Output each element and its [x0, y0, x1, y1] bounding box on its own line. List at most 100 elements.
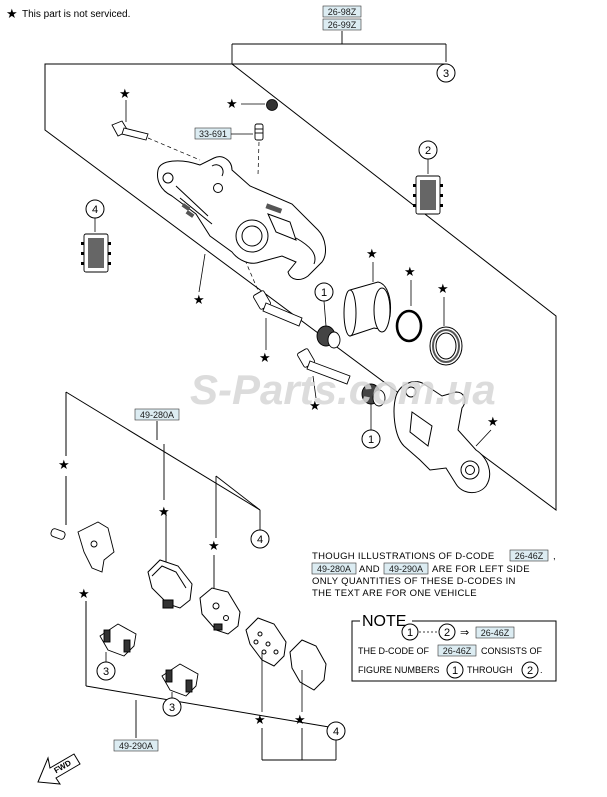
note-box: NOTE 1 2 ⇒ 26-46Z THE D-CODE OF 26-46Z C…: [351, 611, 557, 682]
code-box-desc-1[interactable]: [509, 549, 549, 562]
dashed-guides: [147, 137, 261, 296]
caliper-housing: [157, 156, 326, 280]
callout-4-middle[interactable]: 4: [250, 529, 270, 549]
code-box-top-right[interactable]: 26-99Z: [322, 18, 362, 31]
star-icon: ★: [208, 538, 220, 553]
code-box-top-left[interactable]: 26-98Z: [322, 5, 362, 18]
outer-shim: [77, 521, 115, 573]
callout-number: 1: [368, 434, 374, 446]
callout-number: 2: [425, 145, 431, 157]
bottom-bracket: [261, 728, 337, 761]
note-line3-mid: THROUGH: [467, 665, 513, 675]
star-icon: ★: [487, 414, 499, 429]
pin-boot-lower: [361, 383, 386, 407]
pad-clip-lower: [161, 663, 199, 697]
note-line3-pre: FIGURE NUMBERS: [358, 665, 440, 675]
code-text: 26-98Z: [328, 7, 357, 17]
note-line2-pre: THE D-CODE OF: [358, 646, 430, 656]
pin-boot-upper: [316, 325, 341, 349]
star-icon: ★: [58, 457, 70, 472]
star-icon: ★: [366, 246, 378, 261]
code-box-note-2[interactable]: [437, 644, 477, 657]
code-text: 49-290A: [389, 564, 423, 574]
star-icon: ★: [6, 6, 18, 21]
legend-text: This part is not serviced.: [22, 9, 130, 20]
code-box-desc-2[interactable]: [311, 562, 357, 575]
caliper-assembly-frame: [44, 63, 557, 511]
note-circle: [401, 623, 419, 641]
callout-2-upper-right[interactable]: 2: [418, 140, 438, 160]
code-box-desc-3[interactable]: [383, 562, 429, 575]
code-text: 26-46Z: [481, 628, 510, 638]
boot-pack-left: [81, 233, 111, 273]
note-circle: [438, 623, 456, 641]
piston-seal: [395, 309, 423, 343]
code-text: 49-280A: [317, 564, 351, 574]
code-text: 26-46Z: [515, 551, 544, 561]
arrow-right-icon: ⇒: [460, 627, 469, 639]
star-icon: ★: [119, 86, 131, 101]
caliper-shading: [181, 203, 283, 218]
description-line1: THOUGH ILLUSTRATIONS OF D-CODE: [312, 551, 494, 562]
star-icon: ★: [259, 350, 271, 365]
star-icon: ★: [226, 96, 238, 111]
code-box-bolt[interactable]: 33-691: [194, 127, 232, 140]
code-text: 49-280A: [140, 410, 174, 420]
note-line2-post: CONSISTS OF: [481, 646, 543, 656]
legend: ★ This part is not serviced.: [6, 6, 130, 21]
pad-kit-frame: [65, 391, 336, 729]
code-text: 49-290A: [119, 741, 153, 751]
callout-3-left[interactable]: 3: [96, 661, 116, 681]
callout-4-upper-left[interactable]: 4: [85, 199, 105, 219]
note-circle: [446, 661, 464, 679]
callout-3-top[interactable]: 3: [436, 63, 456, 83]
brake-pad-inner: [199, 587, 241, 635]
slide-pin-upper: [253, 290, 303, 327]
inner-shim-2: [289, 639, 327, 691]
inner-shim: [245, 617, 287, 667]
note-num: 1: [407, 627, 413, 639]
note-circle: [521, 661, 539, 679]
note-num: 1: [452, 665, 458, 677]
description-line4: THE TEXT ARE FOR ONE VEHICLE: [312, 588, 477, 599]
watermark: S-Parts.com.ua: [190, 366, 496, 413]
description-line2-tail: ARE FOR LEFT SIDE: [432, 564, 530, 575]
code-text: 26-99Z: [328, 20, 357, 30]
description-block: THOUGH ILLUSTRATIONS OF D-CODE 26-46Z , …: [311, 549, 556, 599]
desc-comma: ,: [553, 551, 556, 562]
pad-leader-lines: [156, 421, 261, 588]
star-icon: ★: [254, 712, 266, 727]
guide-bolt: [111, 120, 149, 141]
pad-wear-indicator: [50, 528, 66, 540]
note-num: 2: [527, 665, 533, 677]
callout-4-bottom[interactable]: 4: [326, 721, 346, 741]
star-icon: ★: [78, 586, 90, 601]
fwd-arrow-icon: FWD: [37, 753, 81, 785]
star-icon: ★: [193, 292, 205, 307]
callout-1-lower[interactable]: 1: [361, 429, 381, 449]
callout-3-lower[interactable]: 3: [162, 697, 182, 717]
code-box-note-1[interactable]: [475, 626, 515, 639]
caliper-bracket: [393, 381, 491, 493]
code-text: 33-691: [199, 129, 227, 139]
star-icon: ★: [404, 264, 416, 279]
callout-number: 4: [92, 204, 98, 216]
code-box-pad-left[interactable]: 49-280A: [134, 408, 180, 421]
leader-lines-top: [231, 31, 447, 64]
dust-boot: [429, 326, 463, 366]
pad-clip-upper: [99, 623, 137, 657]
callout-number: 4: [257, 534, 263, 546]
brake-pad-outer: [147, 559, 193, 609]
callout-number: 1: [321, 287, 327, 299]
code-box-clip[interactable]: 49-290A: [113, 739, 159, 752]
callout-number: 3: [169, 702, 175, 714]
callout-number: 4: [333, 726, 339, 738]
star-icon: ★: [437, 281, 449, 296]
note-title: NOTE: [362, 613, 406, 630]
note-period: .: [540, 665, 543, 675]
bleeder-screw: [254, 123, 264, 141]
star-icon: ★: [309, 398, 321, 413]
callout-1-upper[interactable]: 1: [314, 282, 334, 302]
callout-number: 3: [443, 68, 449, 80]
